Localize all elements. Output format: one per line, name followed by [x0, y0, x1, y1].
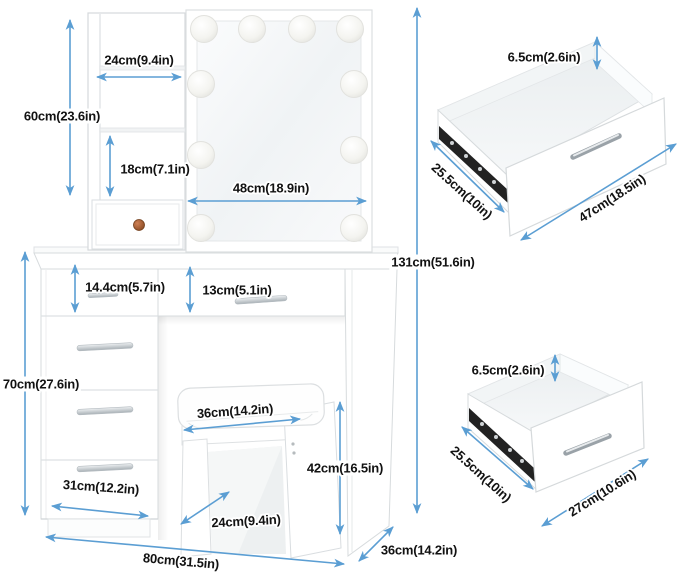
arrow-drawer-top-width [520, 143, 677, 241]
arrow-bottom-drawer-width [50, 502, 150, 520]
mirror [185, 9, 373, 253]
desk-base-kick [47, 518, 151, 538]
desk-right-panel [344, 268, 398, 557]
drawer-detail-bottom [466, 353, 645, 493]
arrow-drawer-top-depth [430, 140, 505, 213]
drawer-stack [40, 268, 159, 538]
drawer1-handle [87, 292, 119, 298]
mirror-glass [196, 20, 362, 242]
drawer3-handle [76, 406, 134, 416]
arrow-stool-depth [180, 491, 230, 525]
drawer-detail-top [437, 41, 667, 237]
hutch [87, 12, 186, 251]
stool-left-leg [180, 438, 212, 558]
stool-under-shadow-light [208, 446, 282, 554]
stool [177, 383, 342, 559]
knee-space-shadow-top [158, 316, 345, 325]
arrow-drawer-bottom-depth [461, 426, 534, 490]
arrow-drawer-bottom-width [541, 458, 649, 527]
mirror-bulbs [187, 15, 368, 242]
arrow-table-depth [358, 526, 394, 562]
arrow-stool-width [182, 415, 302, 434]
center-drawer-handle [234, 295, 288, 305]
drawer2-handle [76, 342, 134, 352]
knee-space-shadow-left [158, 316, 168, 540]
arrow-table-width [44, 533, 346, 568]
hutch-shelf-1 [99, 65, 186, 71]
drawer4-handle [76, 463, 134, 473]
hutch-drawer-knob [133, 219, 145, 231]
drawer-bottom-handle [563, 433, 612, 456]
desk-tabletop [33, 252, 399, 270]
stool-cushion [177, 383, 325, 430]
hutch-shelf-2 [99, 127, 186, 133]
center-drawer [157, 268, 346, 317]
